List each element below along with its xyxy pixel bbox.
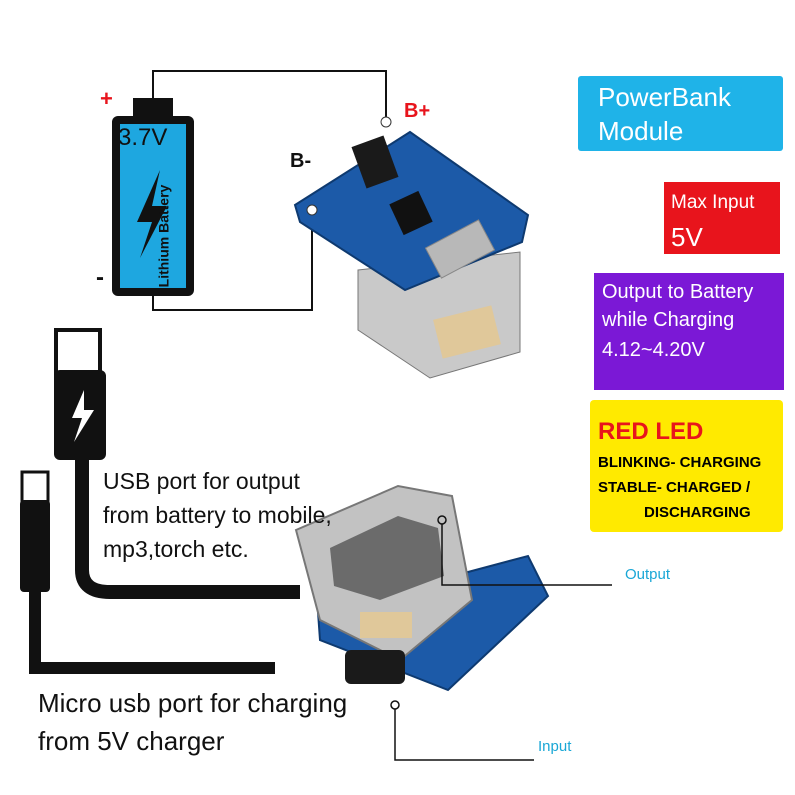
- usb-output-desc-line-3: mp3,torch etc.: [103, 536, 249, 562]
- red-led-line-2: STABLE- CHARGED /: [598, 479, 751, 496]
- powerbank-title-line-2: Module: [598, 116, 684, 146]
- red-led-line-3: DISCHARGING: [644, 504, 751, 521]
- output-leader-line: [437, 515, 612, 586]
- powerbank-module-top: [293, 116, 530, 379]
- output-battery-line-1: Output to Battery: [602, 281, 754, 303]
- input-label: Input: [538, 738, 572, 755]
- terminal-b-minus: B-: [290, 150, 312, 172]
- max-input-value: 5V: [671, 222, 703, 252]
- red-led-box: RED LED BLINKING- CHARGING STABLE- CHARG…: [590, 400, 783, 532]
- wire-positive: [152, 70, 387, 120]
- output-battery-box: Output to Battery while Charging 4.12~4.…: [594, 273, 784, 390]
- battery-voltage: 3.7V: [118, 124, 168, 151]
- wire-negative: [152, 210, 313, 311]
- battery-plus-sign: +: [100, 86, 113, 111]
- max-input-label: Max Input: [671, 192, 755, 213]
- output-battery-line-3: 4.12~4.20V: [602, 339, 705, 361]
- red-led-line-1: BLINKING- CHARGING: [598, 454, 762, 471]
- input-leader-line: [390, 700, 534, 761]
- battery-type-label: Lithium Battery: [155, 184, 172, 288]
- usb-cable-output: [54, 328, 300, 599]
- micro-usb-cable-input: [20, 470, 275, 674]
- max-input-box: Max Input 5V: [664, 182, 780, 254]
- red-led-title: RED LED: [598, 418, 704, 445]
- output-label: Output: [625, 566, 671, 583]
- battery-minus-sign: -: [96, 264, 104, 291]
- powerbank-title-box: PowerBank Module: [578, 76, 783, 151]
- powerbank-module-bottom: [294, 484, 550, 692]
- micro-usb-desc-line-1: Micro usb port for charging: [38, 688, 348, 718]
- micro-usb-desc-line-2: from 5V charger: [38, 726, 225, 756]
- powerbank-title-line-1: PowerBank: [598, 82, 731, 112]
- battery: [112, 98, 194, 296]
- usb-output-desc-line-1: USB port for output: [103, 468, 300, 494]
- output-battery-line-2: while Charging: [602, 309, 735, 331]
- terminal-b-plus: B+: [404, 100, 431, 122]
- usb-output-desc-line-2: from battery to mobile,: [103, 502, 332, 528]
